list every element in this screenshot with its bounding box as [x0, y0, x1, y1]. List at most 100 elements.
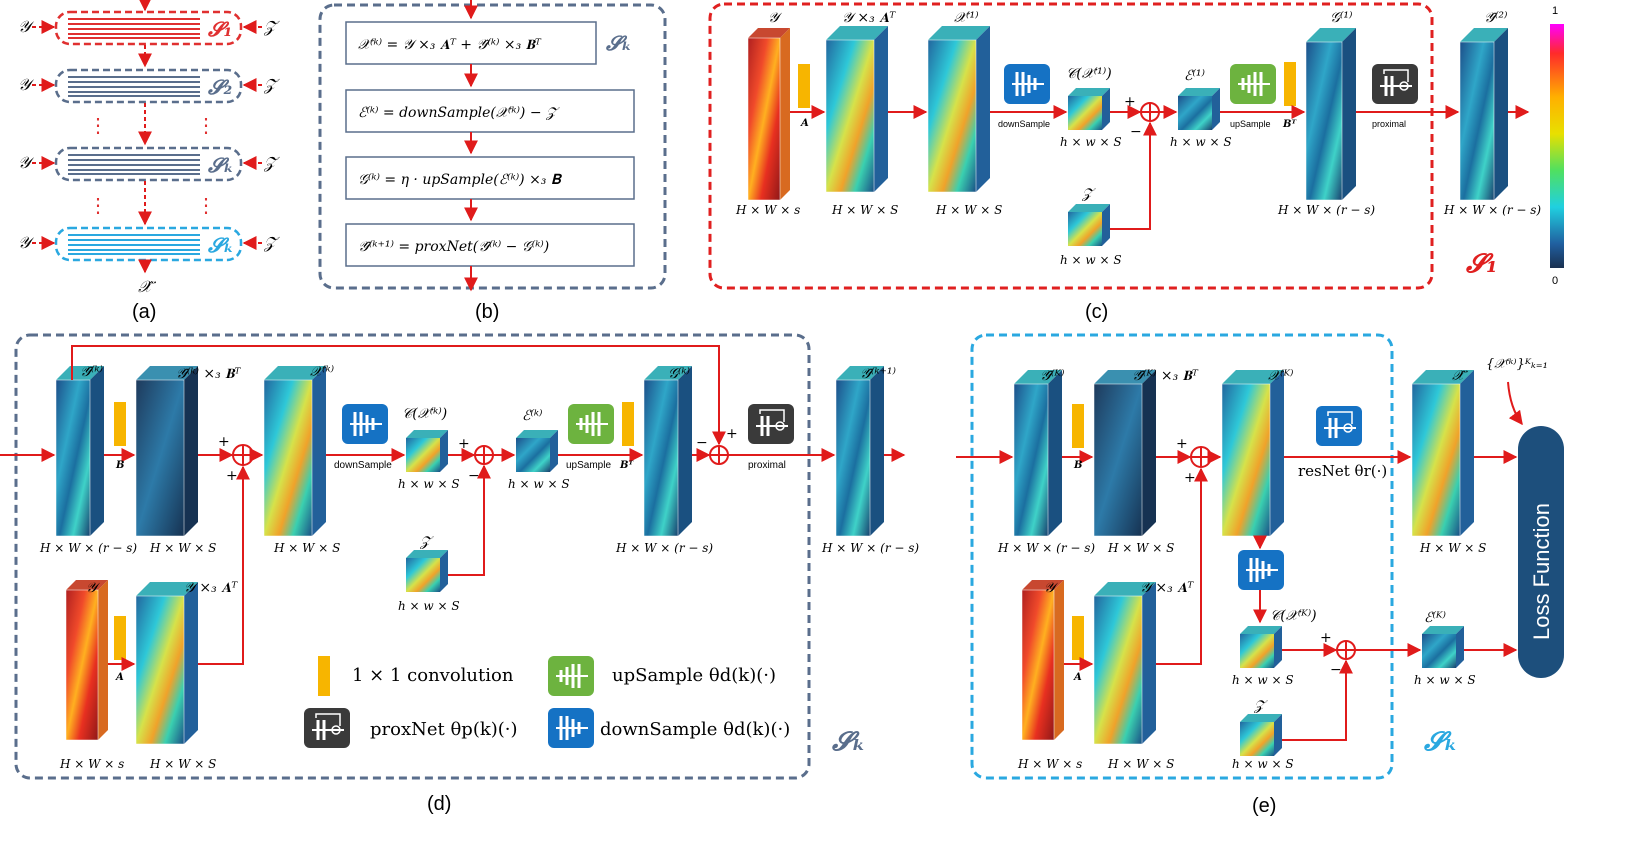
c-dim-cx1: h × w × S	[1060, 135, 1122, 149]
a-input-z-1: 𝒵	[263, 17, 280, 36]
panel-label-e: (e)	[1252, 795, 1276, 817]
c-label-cx1: 𝒞(𝒳⁽¹⁾)	[1066, 66, 1112, 82]
e-tensor-yat	[1093, 582, 1156, 745]
c-dim-g1: H × W × (r − s)	[1277, 203, 1375, 217]
legend-proxnet-icon	[304, 708, 350, 748]
c-dim-x1: H × W × S	[935, 203, 1002, 217]
equation-box-4	[345, 223, 635, 267]
d-label-yhatbt: 𝒴̂⁽ᵏ⁾ ×₃ 𝐁ᵀ	[176, 366, 242, 382]
d-sign-6: +	[726, 426, 738, 442]
panel-c: 𝒴 𝒴 ×₃ 𝐀ᵀ 𝒳⁽¹⁾ 𝒞(𝒳⁽¹⁾) ℰ⁽¹⁾ 𝒢⁽¹⁾ 𝒴̂⁽²⁾ 𝒵…	[708, 2, 1564, 323]
panel-label-a: (a)	[132, 301, 156, 323]
panel-a: 𝒴 𝒴 𝒴 𝒴 𝒵 𝒵 𝒵 𝒵 𝓢₁ 𝓢₂ 𝓢ₖ 𝓢ₖ ⋮ ⋮ ⋮ ⋮ 𝒳̂ (…	[18, 0, 280, 323]
panel-label-b: (b)	[475, 301, 499, 323]
stage-box-1	[54, 10, 243, 46]
e-label-yhatbt: 𝒴̂⁽ᴷ⁾ ×₃ 𝐁ᵀ	[1132, 368, 1199, 384]
equation-2: ℰ⁽ᵏ⁾ = downSample(𝒳⁽ᵏ⁾) − 𝒵	[358, 105, 560, 121]
a-ellipsis-1: ⋮	[88, 113, 108, 137]
c-dim-e1: h × w × S	[1170, 135, 1232, 149]
e-resnet-label: resNet θr(·)	[1298, 462, 1387, 480]
c-op-upsample: upSample	[1230, 119, 1271, 129]
a-input-z-K: 𝒵	[263, 233, 280, 252]
d-mat-b: B	[115, 460, 124, 471]
d-dim-yat: H × W × S	[149, 757, 216, 771]
e-tensor-xK	[1221, 370, 1284, 537]
c-label-yhat2: 𝒴̂⁽²⁾	[1484, 10, 1508, 26]
legend-conv-swatch	[318, 656, 330, 696]
c-conv-a	[798, 64, 810, 108]
d-flow-arrows	[0, 345, 906, 671]
c-tensor-y	[747, 28, 790, 201]
stage-box-2	[54, 68, 243, 104]
e-tensor-eK	[1422, 626, 1464, 668]
panel-e: Loss Function 𝒴̂⁽ᴷ⁾	[956, 333, 1564, 817]
d-tensor-cxk	[406, 430, 448, 472]
a-stage-label-k: 𝓢ₖ	[207, 153, 234, 177]
legend-upsample-icon	[548, 656, 594, 696]
panel-label-c: (c)	[1085, 301, 1108, 323]
loss-function-block: Loss Function	[1518, 426, 1564, 678]
e-sign-2: +	[1184, 470, 1196, 486]
e-dim-eK: h × w × S	[1414, 673, 1476, 687]
stage-box-k	[54, 146, 243, 182]
c-dim-y: H × W × s	[735, 203, 800, 217]
e-stage-label: 𝓢ₖ	[1423, 727, 1458, 757]
panel-a-side-arrows	[32, 20, 262, 250]
d-dim-yhatk: H × W × (r − s)	[39, 541, 137, 555]
d-tensor-z	[406, 550, 448, 592]
c-tensor-cx1	[1068, 88, 1110, 130]
equation-3: 𝒢⁽ᵏ⁾ = η · upSample(ℰ⁽ᵏ⁾) ×₃ 𝐁	[358, 172, 562, 188]
d-mat-bt: Bᵀ	[619, 460, 634, 471]
d-tensor-xk	[263, 366, 326, 537]
e-dim-cxK: h × w × S	[1232, 673, 1294, 687]
e-dim-yat: H × W × S	[1107, 757, 1174, 771]
d-tensor-gk	[643, 366, 692, 537]
e-label-yhatK: 𝒴̂⁽ᴷ⁾	[1040, 368, 1065, 384]
legend-conv-label: 1 × 1 convolution	[352, 665, 514, 686]
d-label-yhatk1: 𝒴̂⁽ᵏ⁺¹⁾	[860, 366, 897, 382]
d-tensor-yat	[135, 582, 198, 745]
d-tensor-yhatk	[55, 366, 104, 537]
d-op-proximal: proximal	[748, 460, 786, 471]
e-tensor-xhat	[1411, 370, 1474, 537]
stage-box-K	[54, 226, 243, 262]
d-dim-gk: H × W × (r − s)	[615, 541, 713, 555]
d-label-yhatk: 𝒴̂⁽ᵏ⁾	[80, 364, 104, 380]
e-label-yat: 𝒴 ×₃ 𝐀ᵀ	[1140, 580, 1194, 596]
e-sign-1: +	[1176, 436, 1188, 452]
e-tensor-y	[1021, 580, 1064, 741]
d-tensor-y	[65, 580, 108, 741]
d-proximal-icon	[748, 404, 794, 444]
d-dim-ek: h × w × S	[508, 477, 570, 491]
c-tensor-x1	[927, 26, 990, 193]
equation-box-3	[345, 156, 635, 200]
c-upsample-icon	[1230, 64, 1276, 104]
d-label-z: 𝒵	[419, 534, 434, 550]
e-conv-a	[1072, 616, 1084, 660]
d-sign-4: −	[468, 468, 480, 484]
c-label-yat: 𝒴 ×₃ 𝐀ᵀ	[842, 10, 896, 26]
e-label-cxK: 𝒞(𝒳⁽ᴷ⁾)	[1270, 608, 1317, 624]
colorbar-min: 0	[1552, 275, 1558, 287]
c-downsample-icon	[1004, 64, 1050, 104]
d-upsample-icon	[568, 404, 614, 444]
e-tensor-yhatbt	[1093, 370, 1156, 537]
c-mat-bt: Bᵀ	[1282, 119, 1297, 130]
colorbar-max: 1	[1552, 5, 1558, 17]
d-sign-3: +	[458, 436, 470, 452]
panel-d: 𝒴̂⁽ᵏ⁾ 𝒴̂⁽ᵏ⁾ ×₃ 𝐁ᵀ 𝒳⁽ᵏ⁾ 𝒞(𝒳⁽ᵏ⁾) ℰ⁽ᵏ⁾ 𝒢⁽ᵏ⁾…	[0, 333, 919, 815]
d-dim-xk: H × W × S	[273, 541, 340, 555]
e-label-xhat: 𝒳̂	[1452, 368, 1468, 384]
c-dim-yat: H × W × S	[831, 203, 898, 217]
d-label-gk: 𝒢⁽ᵏ⁾	[668, 366, 691, 382]
panel-label-d: (d)	[427, 793, 451, 815]
a-stage-label-2: 𝓢₂	[207, 75, 232, 99]
e-dim-yhatK: H × W × (r − s)	[997, 541, 1095, 555]
b-stage-label: 𝓢ₖ	[605, 31, 632, 55]
a-stage-label-K: 𝓢ₖ	[207, 233, 234, 257]
d-tensor-yhatk1	[835, 366, 884, 537]
c-label-x1: 𝒳⁽¹⁾	[954, 10, 979, 26]
e-mat-a: A	[1073, 672, 1082, 683]
d-label-cxk: 𝒞(𝒳⁽ᵏ⁾)	[402, 406, 447, 422]
